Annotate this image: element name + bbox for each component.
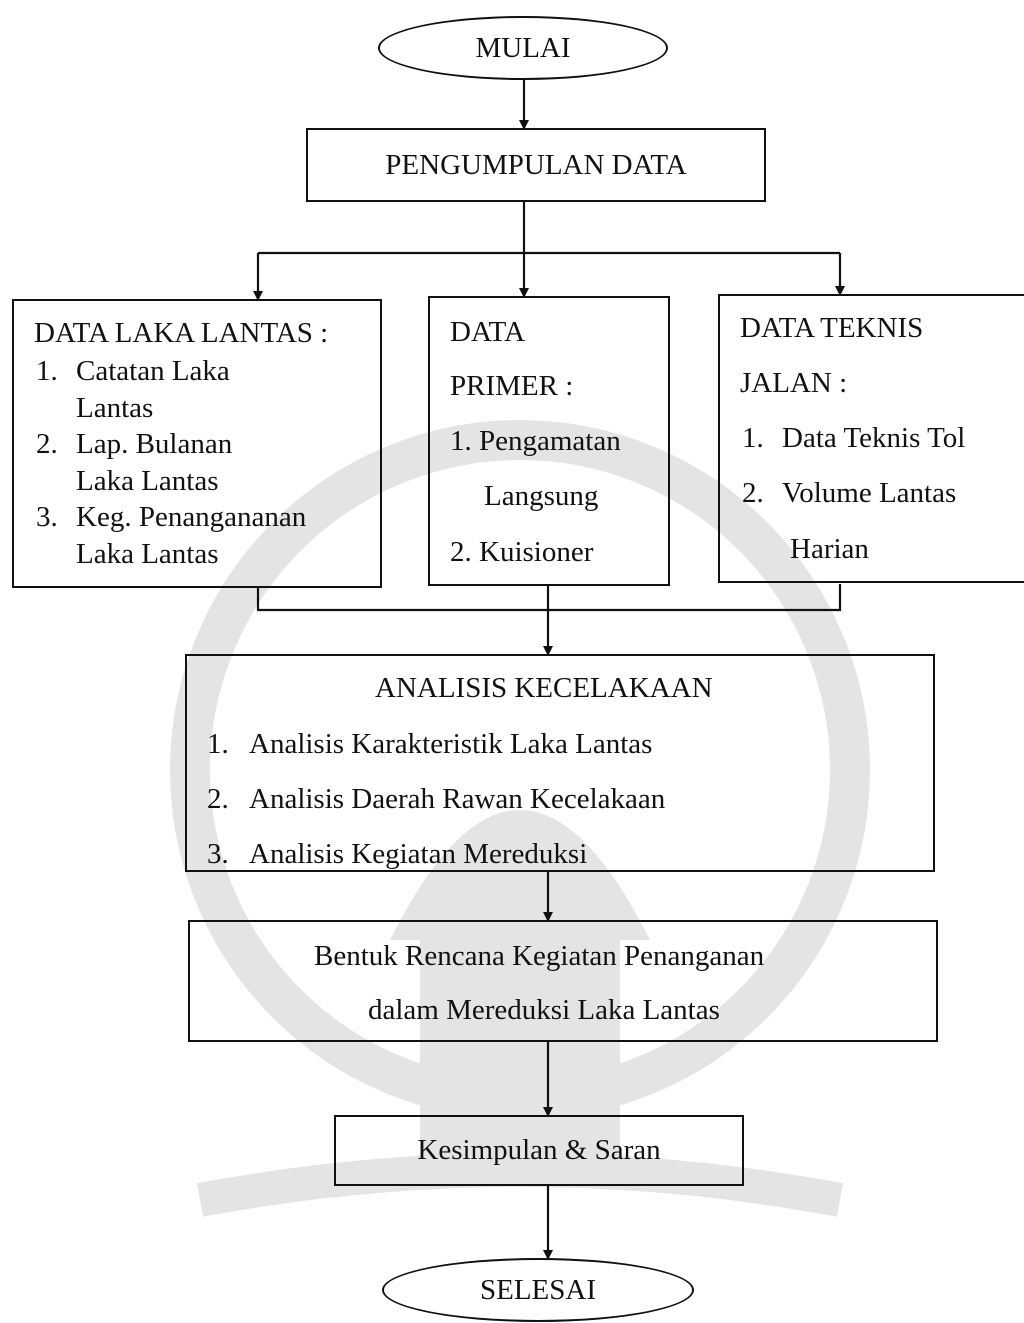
accident-item-1-line2: Lantas xyxy=(76,392,154,424)
road-technical-item-2-line1: Volume Lantas xyxy=(782,477,957,509)
primary-item-1-line1: 1. Pengamatan xyxy=(450,425,621,457)
accident-data-box: DATA LAKA LANTAS : 1. Catatan Laka Lanta… xyxy=(12,299,382,588)
primary-item-2: 2. Kuisioner xyxy=(450,536,594,568)
road-technical-item-2-line2: Harian xyxy=(790,533,869,565)
end-label: SELESAI xyxy=(480,1273,596,1306)
start-node: MULAI xyxy=(378,16,668,80)
analysis-item-2-text: Analisis Daerah Rawan Kecelakaan xyxy=(249,783,666,815)
accident-item-3-number: 3. xyxy=(36,501,58,533)
primary-data-title-line1: DATA xyxy=(450,316,526,348)
road-technical-title-line1: DATA TEKNIS xyxy=(740,312,924,344)
accident-data-title: DATA LAKA LANTAS : xyxy=(34,317,329,349)
conclusion-box: Kesimpulan & Saran xyxy=(334,1115,744,1186)
action-plan-line2: dalam Mereduksi Laka Lantas xyxy=(368,994,720,1026)
analysis-item-1-number: 1. xyxy=(207,728,229,760)
action-plan-line1: Bentuk Rencana Kegiatan Penanganan xyxy=(314,940,765,972)
analysis-item-1-text: Analisis Karakteristik Laka Lantas xyxy=(249,728,653,760)
accident-analysis-title: ANALISIS KECELAKAAN xyxy=(375,672,713,704)
end-node: SELESAI xyxy=(382,1258,694,1322)
road-technical-item-1-line1: Data Teknis Tol xyxy=(782,422,966,454)
start-label: MULAI xyxy=(475,31,571,64)
accident-analysis-box: ANALISIS KECELAKAAN 1. Analisis Karakter… xyxy=(185,654,935,872)
primary-data-box: DATA PRIMER : 1. Pengamatan Langsung 2. … xyxy=(428,296,670,586)
accident-item-2-number: 2. xyxy=(36,428,58,460)
road-technical-data-box: DATA TEKNIS JALAN : 1. Data Teknis Tol 2… xyxy=(718,294,1024,583)
road-technical-title-line2: JALAN : xyxy=(740,367,848,399)
primary-item-1-line2: Langsung xyxy=(484,480,599,512)
accident-item-3-line1: Keg. Penangananan xyxy=(76,501,307,533)
conclusion-label: Kesimpulan & Saran xyxy=(417,1134,661,1166)
road-technical-item-1-number: 1. xyxy=(742,422,764,454)
analysis-item-3-number: 3. xyxy=(207,838,229,870)
analysis-item-3-text: Analisis Kegiatan Mereduksi xyxy=(249,838,588,870)
data-collection-box: PENGUMPULAN DATA xyxy=(306,128,766,202)
accident-item-2-line1: Lap. Bulanan xyxy=(76,428,233,460)
primary-data-title-line2: PRIMER : xyxy=(450,370,574,402)
accident-item-1-line1: Catatan Laka xyxy=(76,355,230,387)
accident-item-1-number: 1. xyxy=(36,355,58,387)
analysis-item-2-number: 2. xyxy=(207,783,229,815)
action-plan-box: Bentuk Rencana Kegiatan Penanganan dalam… xyxy=(188,920,938,1042)
accident-item-2-line2: Laka Lantas xyxy=(76,465,219,497)
data-collection-label: PENGUMPULAN DATA xyxy=(385,148,687,181)
accident-item-3-line2: Laka Lantas xyxy=(76,538,219,570)
university-seal-watermark xyxy=(170,420,870,1217)
road-technical-item-2-number: 2. xyxy=(742,477,764,509)
